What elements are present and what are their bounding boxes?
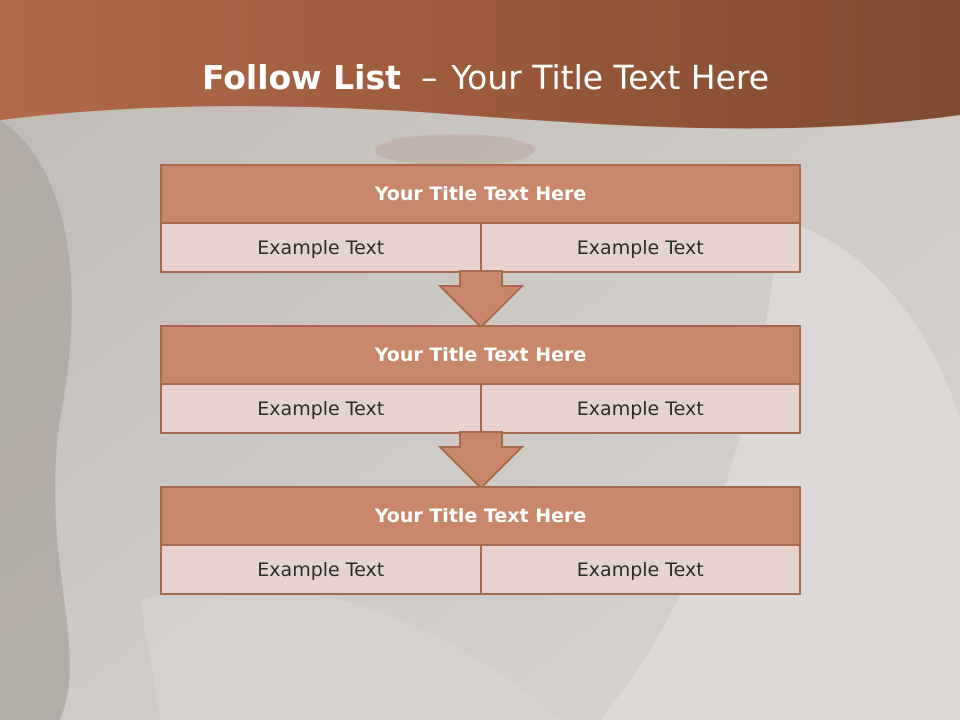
block-left-cell: Example Text: [162, 224, 480, 271]
block-right-cell: Example Text: [479, 385, 799, 432]
block-title: Your Title Text Here: [162, 166, 799, 224]
slide-title: Follow List – Your Title Text Here: [202, 52, 769, 102]
block-right-cell: Example Text: [479, 224, 799, 271]
block-left-cell: Example Text: [162, 385, 480, 432]
block-title: Your Title Text Here: [162, 327, 799, 385]
down-arrow-icon: [438, 270, 524, 328]
block-left-cell: Example Text: [162, 546, 480, 593]
list-block-3: Your Title Text Here Example Text Exampl…: [160, 486, 801, 595]
block-right-cell: Example Text: [479, 546, 799, 593]
slide-title-rest: Your Title Text Here: [451, 57, 770, 97]
slide-title-dash: –: [420, 57, 438, 97]
slide-title-bold: Follow List: [202, 57, 401, 97]
down-arrow-icon: [438, 431, 524, 489]
block-title: Your Title Text Here: [162, 488, 799, 546]
list-block-1: Your Title Text Here Example Text Exampl…: [160, 164, 801, 273]
list-block-2: Your Title Text Here Example Text Exampl…: [160, 325, 801, 434]
